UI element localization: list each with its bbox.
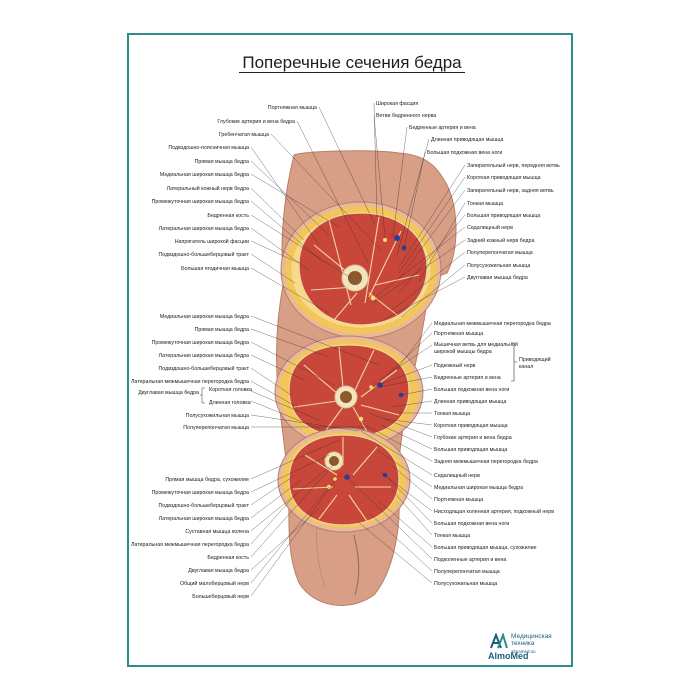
- anatomy-illustration: Подвздошно-поясничная мышца Прямая мышца…: [131, 101, 560, 606]
- label-s2-muscular-branch: Мышечная ветвь для медиальной: [434, 341, 518, 348]
- label-s2-vastus-medialis: Медиальная широкая мышца бедра: [160, 314, 249, 320]
- label-s2-vastus-intermedius: Промежуточная широкая мышца бедра: [152, 340, 249, 346]
- label-adductor-longus: Длинная приводящая мышца: [431, 137, 503, 143]
- label-s3-adductor-magnus-tendon: Большая приводящая мышца, сухожилие: [434, 545, 537, 551]
- label-s2-lateral-septum: Латеральная межмышечная перегородка бедр…: [131, 379, 249, 385]
- label-pectineus: Гребенчатая мышца: [219, 132, 269, 138]
- label-femur: Бедренная кость: [207, 213, 249, 219]
- label-s3-semitendinosus: Полусухожильная мышца: [434, 581, 497, 587]
- label-s2-deep-femoral: Глубокие артерия и вена бедра: [434, 435, 512, 441]
- label-s2-great-saphenous: Большая подкожная вена ноги: [434, 387, 509, 393]
- label-sartorius: Портняжная мышца: [268, 105, 317, 111]
- label-vastus-medialis: Медиальная широкая мышца бедра: [160, 172, 249, 178]
- label-s3-tibial-nerve: Большеберцовый нерв: [192, 593, 249, 600]
- label-femoral-nerve-branches: Ветви бедренного нерва: [376, 113, 436, 119]
- label-gluteus-maximus: Большая ягодичная мышца: [181, 266, 249, 272]
- label-vastus-lateralis: Латеральная широкая мышца бедра: [159, 226, 249, 232]
- label-s2-gracilis: Тонкая мышца: [434, 411, 470, 417]
- label-s3-biceps-femoris: Двуглавая мышца бедра: [188, 568, 249, 574]
- label-great-saphenous-vein: Большая подкожная вена ноги: [427, 150, 502, 156]
- label-s3-vastus-medialis: Медиальная широкая мышца бедра: [434, 485, 523, 491]
- label-s2-saphenous-nerve: Подкожный нерв: [434, 362, 476, 369]
- label-s3-iliotibial-tract: Подвздошно-большеберцовый тракт: [158, 502, 249, 509]
- poster-frame: Поперечные сечения бедра: [127, 33, 573, 667]
- label-s2-muscular-branch-2: широкой мышцы бедра: [434, 348, 492, 355]
- cross-section-upper: [280, 201, 442, 339]
- label-tensor-fasciae-latae: Напрягатель широкой фасции: [175, 238, 249, 245]
- label-deep-femoral-vessels: Глубокие артерия и вена бедра: [217, 119, 295, 125]
- label-iliotibial-tract: Подвздошно-большеберцовый тракт: [158, 251, 249, 258]
- label-fascia-lata: Широкая фасция: [376, 101, 418, 107]
- brand-name: AlmoMed: [488, 651, 529, 661]
- label-s3-femur: Бедренная кость: [207, 555, 249, 561]
- label-s2-semitendinosus: Полусухожильная мышца: [186, 413, 249, 419]
- page-title: Поперечные сечения бедра: [129, 53, 575, 73]
- label-s2-biceps-group: Двуглавая мышца бедра: [138, 390, 199, 396]
- label-s2-sartorius: Портняжная мышца: [434, 331, 483, 337]
- label-lateral-cutaneous-nerve: Латеральный кожный нерв бедра: [167, 185, 249, 192]
- label-s3-gracilis: Тонкая мышца: [434, 533, 470, 539]
- label-s3-great-saphenous: Большая подкожная вена ноги: [434, 521, 509, 527]
- label-s3-popliteal-vessels: Подколенные артерия и вена: [434, 557, 506, 563]
- label-s3-sciatic: Седалищный нерв: [434, 472, 480, 479]
- label-biceps-femoris: Двуглавая мышца бедра: [467, 275, 528, 281]
- label-obturator-anterior: Запирательный нерв, передняя ветвь: [467, 162, 560, 169]
- brand-line1: Медицинская: [511, 633, 552, 640]
- label-s2-long-head: Длинная головка: [209, 400, 251, 406]
- brand-line2: техника: [511, 640, 535, 647]
- label-s3-vastus-intermedius: Промежуточная широкая мышца бедра: [152, 490, 249, 496]
- label-gracilis: Тонкая мышца: [467, 201, 503, 207]
- label-s2-adductor-brevis: Короткая приводящая мышца: [434, 423, 508, 429]
- label-adductor-brevis: Короткая приводящая мышца: [467, 175, 541, 181]
- section1-left-text: Подвздошно-поясничная мышца Прямая мышца…: [152, 101, 560, 281]
- label-s3-articularis-genus: Суставная мышца колена: [185, 529, 249, 535]
- cross-section-lower: [277, 427, 411, 533]
- label-s3-vastus-lateralis: Латеральная широкая мышца бедра: [159, 516, 249, 522]
- label-adductor-canal-2: канал: [519, 364, 533, 370]
- label-s2-adductor-longus: Длинная приводящая мышца: [434, 399, 506, 405]
- almomed-logo-icon: [490, 633, 508, 649]
- section2-text: Медиальная широкая мышца бедра Прямая мы…: [131, 314, 551, 465]
- label-s2-posterior-septum: Задняя межмышечная перегородка бедра: [434, 459, 538, 465]
- label-iliopsoas: Подвздошно-поясничная мышца: [168, 145, 249, 151]
- label-s3-semimembranosus: Полуперепончатая мышца: [434, 569, 500, 575]
- label-rectus-femoris: Прямая мышца бедра: [195, 159, 249, 165]
- label-obturator-posterior: Запирательный нерв, задняя ветвь: [467, 187, 554, 194]
- label-posterior-cutaneous-nerve: Задний кожный нерв бедра: [467, 237, 534, 244]
- label-s2-iliotibial-tract: Подвздошно-большеберцовый тракт: [158, 365, 249, 372]
- label-femoral-vessels: Бедренные артерия и вена: [409, 125, 476, 131]
- label-adductor-magnus: Большая приводящая мышца: [467, 213, 540, 219]
- label-s2-adductor-magnus: Большая приводящая мышца: [434, 447, 507, 453]
- label-sciatic-nerve: Седалищный нерв: [467, 224, 513, 231]
- label-semimembranosus: Полуперепончатая мышца: [467, 250, 533, 256]
- label-vastus-intermedius: Промежуточная широкая мышца бедра: [152, 199, 249, 205]
- label-s3-rectus-tendon: Прямая мышца бедра, сухожилие: [165, 477, 249, 483]
- section1-labels: [250, 102, 466, 322]
- brand-url: almamed.su: [511, 649, 536, 654]
- label-adductor-canal-1: Приводящий: [519, 356, 551, 363]
- section2-leaders: [250, 315, 433, 462]
- label-semitendinosus: Полусухожильная мышца: [467, 263, 530, 269]
- section3-leaders: [250, 430, 433, 597]
- label-s2-semimembranosus: Полуперепончатая мышца: [183, 425, 249, 431]
- label-s2-femoral-vessels: Бедренные артерия и вена: [434, 375, 501, 381]
- label-s2-medial-septum: Медиальная межмышечная перегородка бедра: [434, 321, 551, 327]
- label-s2-vastus-lateralis: Латеральная широкая мышца бедра: [159, 353, 249, 359]
- label-s2-short-head: Короткая головка: [209, 387, 252, 393]
- label-s3-sartorius: Портняжная мышца: [434, 497, 483, 503]
- label-s2-rectus-femoris: Прямая мышца бедра: [195, 327, 249, 333]
- label-s3-lateral-septum: Латеральная межмышечная перегородка бедр…: [131, 542, 249, 548]
- section3-text: Прямая мышца бедра, сухожилие Промежуточ…: [131, 472, 554, 600]
- label-s3-descending-genicular: Нисходящая коленная артерия, подкожный н…: [434, 508, 554, 515]
- label-s3-common-peroneal: Общий малоберцовый нерв: [180, 580, 249, 587]
